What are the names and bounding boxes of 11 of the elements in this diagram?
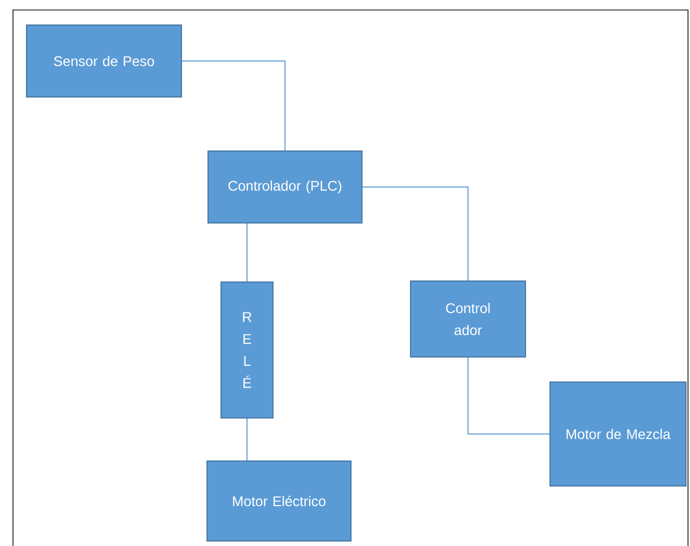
process-box: Motor Eléctrico	[206, 460, 352, 542]
process-box: Controlador (PLC)	[208, 150, 362, 224]
connector-line	[246, 223, 248, 282]
process-box: Sensor de Peso	[26, 24, 182, 98]
process-box: Control ador	[410, 280, 526, 358]
connector-line	[246, 418, 248, 461]
connector-line	[182, 60, 286, 151]
process-box: R E L É	[220, 282, 274, 418]
connector-line	[362, 186, 468, 281]
process-box: Motor de Mezcla	[550, 382, 686, 486]
connector-line	[468, 357, 550, 434]
